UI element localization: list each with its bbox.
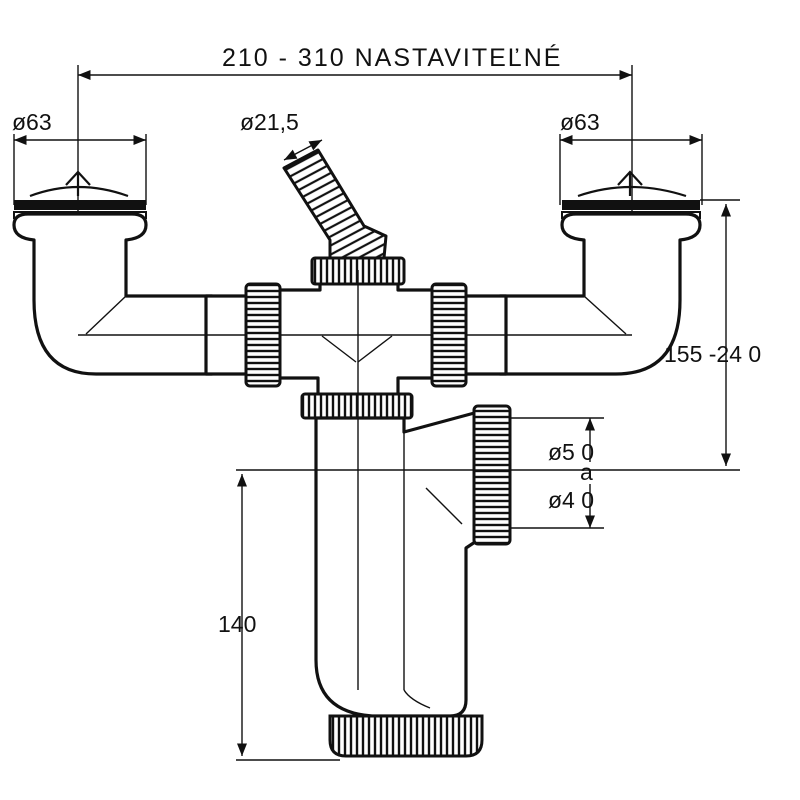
trap-top-nut xyxy=(300,392,414,420)
trap-height-dimension: 140 xyxy=(218,474,340,761)
left-drain-elbow xyxy=(12,212,214,376)
left-drain-strainer xyxy=(13,170,147,219)
left-drain-dia-label: ø63 xyxy=(12,109,52,135)
hose-barb-connector xyxy=(282,148,388,260)
outlet-mark-label: a xyxy=(580,459,593,485)
right-drain-elbow xyxy=(498,212,702,376)
outlet-dia-large-label: ø5 0 xyxy=(548,439,594,465)
outlet-dimensions: ø5 0 a ø4 0 xyxy=(510,417,604,529)
left-drain-dimension: ø63 xyxy=(12,109,147,205)
side-outlet-nut xyxy=(472,404,512,546)
left-union-nut xyxy=(244,282,282,388)
right-drain-dimension: ø63 xyxy=(559,109,703,205)
outlet-dia-small-label: ø4 0 xyxy=(548,487,594,513)
height-range-label: 155 -24 0 xyxy=(664,341,761,367)
overall-width-label: 210 - 310 NASTAVITEĽNÉ xyxy=(222,43,562,72)
trap-height-label: 140 xyxy=(218,611,256,637)
overall-width-dimension: 210 - 310 NASTAVITEĽNÉ xyxy=(77,43,633,335)
bottom-cleanout-nut xyxy=(328,714,484,758)
height-range-dimension: 155 -24 0 xyxy=(610,199,761,471)
right-union-nut xyxy=(430,282,468,388)
central-tee-body xyxy=(274,276,438,398)
hose-dia-label: ø21,5 xyxy=(240,109,299,135)
right-drain-dia-label: ø63 xyxy=(560,109,600,135)
hose-dimension: ø21,5 xyxy=(240,109,323,161)
right-drain-strainer xyxy=(561,170,701,219)
trap-body xyxy=(314,410,480,718)
